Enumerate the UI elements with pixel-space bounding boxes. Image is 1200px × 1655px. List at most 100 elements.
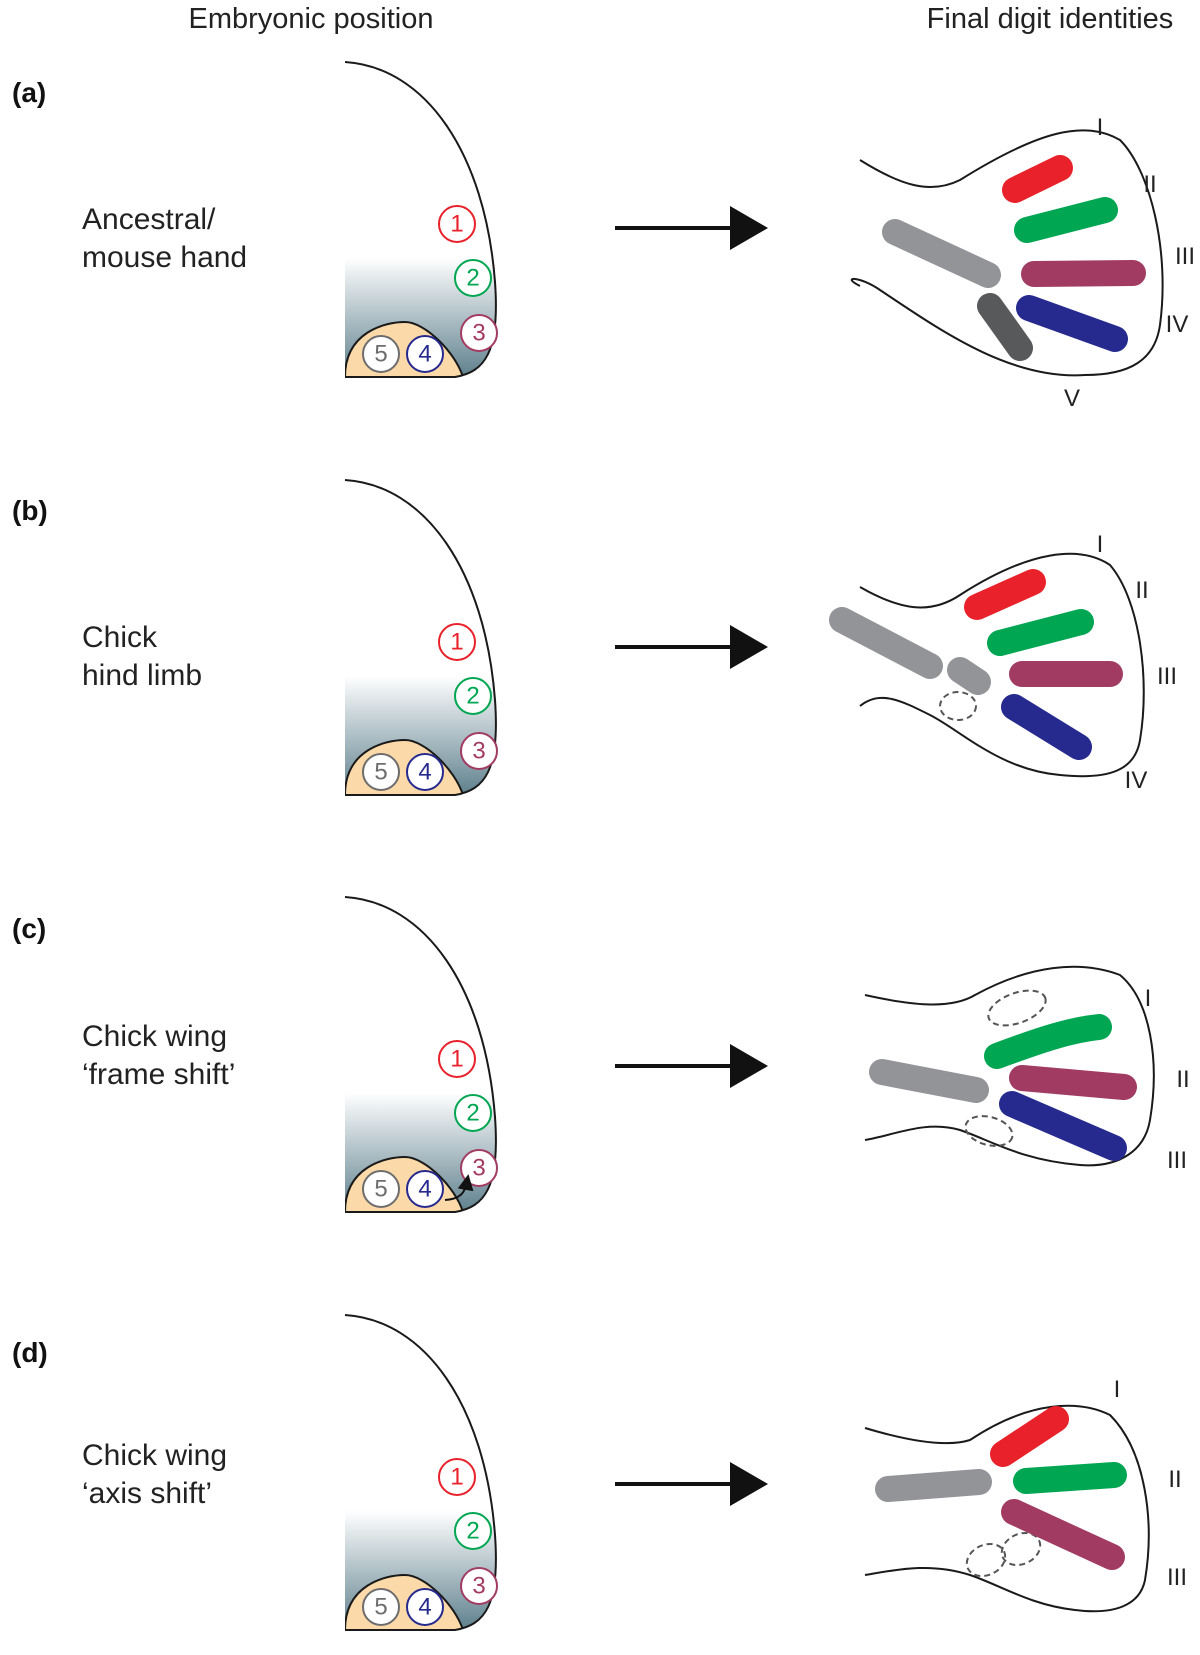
vestigial-element [1000,1531,1042,1567]
arrow [615,206,768,250]
digit-bone-I [964,569,1046,620]
position-marker-2: 2 [454,1512,492,1550]
identity-label-III: III [1167,1564,1187,1591]
identity-label-II: II [1143,171,1156,198]
position-number: 4 [418,1594,431,1621]
limb-outline [864,1404,1150,1613]
proximal-bone [829,607,943,679]
identity-label-V: V [1064,385,1080,412]
identity-label-IV: IV [1125,767,1148,794]
vestigial-element [939,691,977,721]
identity-label-III: III [1175,243,1195,270]
position-number: 5 [374,1594,387,1621]
identity-label-I: I [1097,531,1104,558]
proximal-bone [882,219,1001,288]
digit-bone-II [987,609,1094,656]
panel-title-line1: Ancestral/ [82,203,216,236]
position-number: 4 [418,1176,431,1203]
position-marker-5: 5 [362,335,400,373]
panel-b: (b) Chick hind limb 1 2 3 [12,479,1177,796]
limb-bud: 1 2 3 4 5 [344,61,498,378]
identity-label-II: II [1176,1066,1189,1093]
panel-d: (d) Chick wing ‘axis shift’ 1 2 3 [12,1314,1187,1631]
position-number: 3 [472,1573,485,1600]
position-marker-3: 3 [460,1567,498,1605]
position-marker-4: 4 [406,335,444,373]
final-limb: I II III IV [829,531,1177,794]
panel-title-line1: Chick wing [82,1020,227,1053]
vestigial-element [987,989,1047,1027]
position-number: 5 [374,759,387,786]
position-marker-3: 3 [460,732,498,770]
identity-label-I: I [1097,114,1104,141]
limb-bud-outline [344,61,497,378]
panel-label: (a) [12,77,46,108]
digit-bone-III [999,1091,1127,1161]
left-column-header: Embryonic position [189,3,434,35]
position-marker-5: 5 [362,1588,400,1626]
position-number: 1 [450,211,463,238]
position-number: 3 [472,320,485,347]
position-marker-2: 2 [454,1094,492,1132]
position-marker-5: 5 [362,1170,400,1208]
panel-title-line2: mouse hand [82,241,247,274]
digit-bone-I [1002,155,1073,203]
panel-title-line2: ‘frame shift’ [82,1058,235,1091]
digit-bone-II [1014,197,1118,243]
final-limb: I II III [864,965,1190,1174]
limb-outline [864,965,1155,1167]
panel-a: (a) Ancestral/ mouse hand 1 2 3 [12,61,1195,412]
position-marker-1: 1 [438,1040,476,1078]
digit-bone-V [977,293,1033,361]
digit-bone-II [1013,1462,1127,1494]
limb-bud: 1 2 3 4 5 [344,1314,498,1631]
panel-title-line2: ‘axis shift’ [82,1477,212,1510]
right-column-header: Final digit identities [927,3,1174,35]
identity-label-II: II [1168,1466,1181,1493]
position-number: 3 [472,738,485,765]
identity-label-III: III [1167,1147,1187,1174]
limb-bud: 1 2 3 4 5 [344,479,498,796]
panel-label: (c) [12,913,46,944]
position-number: 2 [466,683,479,710]
position-number: 2 [466,1518,479,1545]
position-number: 1 [450,1464,463,1491]
identity-label-I: I [1145,985,1152,1012]
limb-outline [850,129,1164,377]
proximal-bone-small [947,657,991,695]
panel-title-line1: Chick [82,621,158,654]
vestigial-element [964,1115,1014,1147]
panel-title-line2: hind limb [82,659,202,692]
panel-label: (b) [12,495,48,526]
position-marker-4: 4 [406,1170,444,1208]
digit-bone-IV [1016,295,1128,352]
position-number: 5 [374,341,387,368]
proximal-bone [869,1059,989,1103]
final-limb: I II III [864,1376,1187,1613]
position-marker-1: 1 [438,1458,476,1496]
position-number: 1 [450,1046,463,1073]
position-number: 4 [418,341,431,368]
panel-title-line1: Chick wing [82,1439,227,1472]
limb-bud: 1 2 3 4 5 [344,896,498,1213]
position-marker-3: 3 [460,1149,498,1187]
position-number: 5 [374,1176,387,1203]
identity-label-IV: IV [1166,311,1189,338]
digit-bone-I [990,1406,1069,1467]
arrow [615,625,768,669]
position-marker-2: 2 [454,677,492,715]
position-marker-3: 3 [460,314,498,352]
identity-label-III: III [1157,663,1177,690]
digit-bone-II [1009,1065,1137,1100]
vestigial-element [965,1542,1007,1578]
digit-bone-I [984,1014,1112,1069]
arrow [615,1044,768,1088]
digit-bone-III [1001,1499,1125,1570]
proximal-bone [875,1469,992,1502]
position-number: 2 [466,265,479,292]
limb-bud-outline [344,1314,497,1631]
limb-outline [859,552,1145,778]
position-marker-1: 1 [438,623,476,661]
position-marker-2: 2 [454,259,492,297]
position-marker-1: 1 [438,205,476,243]
